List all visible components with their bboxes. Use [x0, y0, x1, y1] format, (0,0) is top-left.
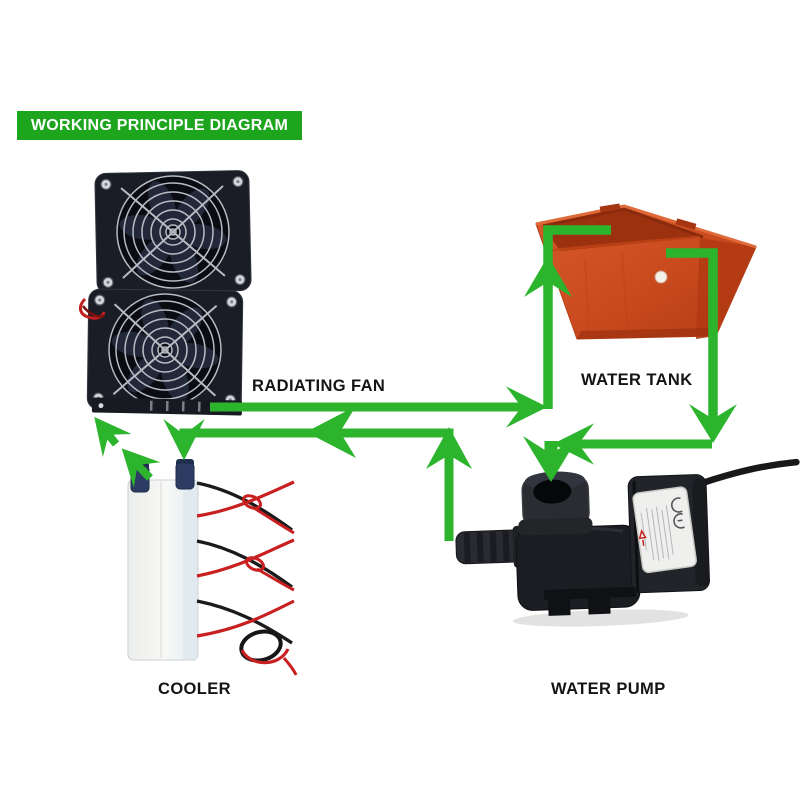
water-pump-label: WATER PUMP: [551, 680, 666, 698]
arrow-pump-to-cooler: [163, 418, 454, 541]
pump-mounting-bracket: [543, 586, 637, 616]
title-banner: WORKING PRINCIPLE DIAGRAM: [17, 111, 302, 140]
tank-hole: [654, 270, 668, 284]
cooler-label: COOLER: [158, 680, 231, 698]
radiating-fan-label: RADIATING FAN: [252, 377, 386, 395]
pump-spec-label: [632, 486, 697, 574]
arrow-cooler-to-fan: [121, 448, 161, 488]
cooler-image: [127, 459, 298, 676]
fan-top: [93, 169, 253, 295]
cooler-nozzle-right: [175, 459, 195, 490]
pump-inlet-port: [518, 471, 593, 536]
radiating-fan-image: [79, 169, 253, 416]
water-tank-label: WATER TANK: [581, 371, 693, 389]
water-pump-image: [455, 458, 800, 627]
arrow-tank-to-pump: [666, 248, 718, 424]
fan-bottom: [86, 287, 244, 413]
pump-power-cord: [697, 458, 800, 487]
ce-mark-icon: [670, 497, 685, 529]
fan-power-wires: [79, 297, 106, 320]
cooler-wires: [196, 480, 298, 676]
flow-arrows: [94, 225, 737, 541]
water-tank-image: [535, 203, 757, 340]
label-red-glyph: [638, 529, 647, 546]
